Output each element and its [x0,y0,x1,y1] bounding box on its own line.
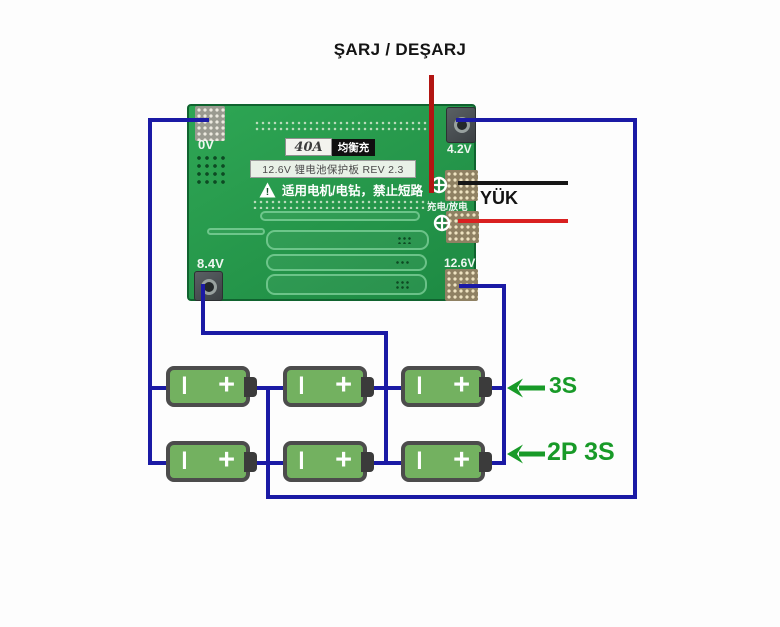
battery-negative-mark: I [298,447,305,475]
trace-slot-left [207,228,265,235]
battery-r1c1: I + [166,366,257,407]
via-grid-left [195,154,225,188]
wire-series-row1-c [479,386,506,390]
wire-left-stub-row2 [148,461,172,465]
wire-series-row2-c [479,461,506,465]
trace-vias [397,236,413,244]
charge-line [429,75,434,193]
battery-r2c3: I + [401,441,492,482]
board-warning-label: 适用电机/电钻，禁止短路 [282,184,423,198]
arrow-3s-icon [507,378,545,398]
battery-terminal-nub [361,376,374,397]
label-4v2: 4.2V [447,142,472,156]
label-12v6: 12.6V [444,256,476,270]
battery-positive-mark: + [335,444,352,476]
board-model-label: 12.6V 锂电池保护板 REV 2.3 [250,160,416,178]
battery-positive-mark: + [218,369,235,401]
battery-negative-mark: I [181,447,188,475]
battery-r2c1: I + [166,441,257,482]
pad-4v2 [446,107,476,143]
wire-left-stub-row1 [148,386,172,390]
trace-bar-2 [266,254,427,271]
via-band-top [254,120,430,132]
label-8v4: 8.4V [197,256,224,271]
trace-bar-1 [266,230,429,250]
wire-right-rail [633,118,637,499]
trace-vias [395,260,411,265]
battery-r2c2: I + [283,441,374,482]
warning-icon: ! [259,181,276,198]
wire-4v2-vertical [266,386,270,499]
wire-8v4-vertical [384,331,388,465]
label-3s: 3S [549,372,578,398]
pad-8v4 [194,271,223,301]
wire-12v6-vertical [502,284,506,465]
load-label: YÜK [480,188,519,208]
battery-terminal-nub [244,451,257,472]
battery-terminal-nub [479,451,492,472]
trace-slot-top [260,211,420,221]
battery-r1c2: I + [283,366,374,407]
terminal-plus-icon [433,214,451,232]
wire-series-row2-a [246,461,289,465]
label-2p3s: 2P 3S [547,438,615,466]
battery-terminal-nub [479,376,492,397]
wire-4v2-horizontal [456,118,637,122]
battery-positive-mark: + [218,444,235,476]
label-0v: 0V [198,137,214,152]
board-warning-row: ! 适用电机/电钻，禁止短路 [259,180,423,199]
pad-charge [445,170,478,201]
battery-r1c3: I + [401,366,492,407]
battery-negative-mark: I [298,372,305,400]
wire-bottom-rail [266,495,637,499]
trace-bar-3 [266,274,427,295]
trace-vias [395,280,411,289]
pad-discharge [446,211,479,243]
wire-series-row1-b [363,386,407,390]
via-band-middle [252,199,429,209]
board-balance-label: 均衡充 [332,139,375,156]
battery-terminal-nub [244,376,257,397]
board-charge-discharge-label: 充电/放电 [427,202,468,213]
wire-series-row1-a [246,386,289,390]
board-current-label: 40A [285,138,332,156]
battery-positive-mark: + [335,369,352,401]
wire-load-black [458,181,568,185]
bms-board: 0V 4.2V 40A 均衡充 12.6V 锂电池保护板 REV 2.3 ! 适… [187,104,479,301]
battery-positive-mark: + [453,369,470,401]
battery-negative-mark: I [416,372,423,400]
wire-left-rail [148,118,152,465]
svg-text:!: ! [266,187,269,198]
wire-8v4-horizontal [201,331,388,335]
battery-negative-mark: I [181,372,188,400]
wire-series-row2-b [363,461,407,465]
battery-positive-mark: + [453,444,470,476]
battery-terminal-nub [361,451,374,472]
wire-0v-horizontal [148,118,209,122]
wire-load-red [458,219,568,223]
wire-12v6-horizontal [459,284,506,288]
arrow-2p3s-icon [507,444,545,464]
charge-discharge-title: ŞARJ / DEŞARJ [333,40,467,59]
pad-0v [195,106,225,141]
wire-8v4-down [201,284,205,335]
battery-negative-mark: I [416,447,423,475]
